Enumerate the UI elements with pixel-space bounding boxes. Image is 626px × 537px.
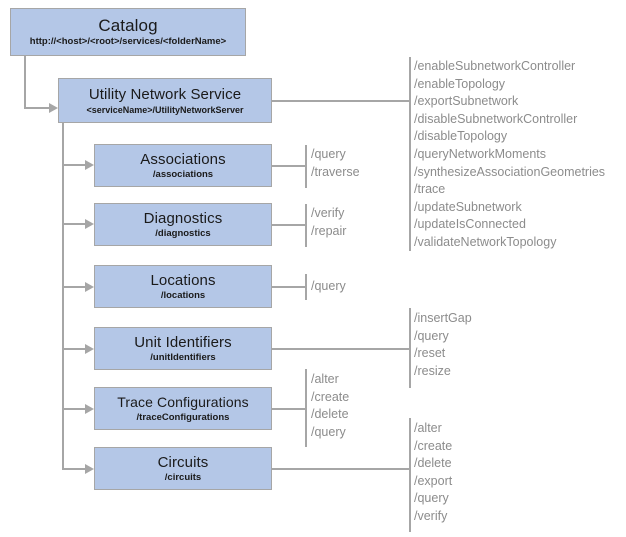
node-locations-path: /locations (160, 289, 206, 301)
node-utility-network-service-title: Utility Network Service (88, 85, 242, 103)
node-associations-title: Associations (140, 150, 226, 168)
operation-item[interactable]: /traverse (311, 164, 360, 179)
arrowhead-circuits (85, 464, 94, 474)
bracket-unit-identifiers-ops (409, 308, 411, 388)
connector-locations-ops (272, 286, 307, 288)
node-diagnostics[interactable]: Diagnostics /diagnostics (94, 203, 272, 246)
arrowhead-diagnostics (85, 219, 94, 229)
operation-item[interactable]: /trace (414, 182, 446, 197)
node-associations-path: /associations (152, 168, 214, 180)
operation-item[interactable]: /enableTopology (414, 76, 506, 91)
connector-catalog-vertical (24, 56, 26, 109)
operation-item[interactable]: /query (414, 491, 449, 506)
operation-item[interactable]: /alter (414, 421, 442, 435)
operation-item[interactable]: /delete (414, 456, 452, 471)
operation-item[interactable]: /verify (414, 508, 448, 523)
connector-branch-locations (62, 286, 86, 288)
connector-unit-identifiers-ops (272, 348, 410, 350)
node-locations-title: Locations (150, 271, 216, 289)
connector-branch-diagnostics (62, 223, 86, 225)
operation-item[interactable]: /synthesizeAssociationGeometries (414, 164, 606, 179)
connector-circuits-ops (272, 468, 410, 470)
operation-item[interactable]: /reset (414, 346, 446, 361)
operation-item[interactable]: /delete (311, 407, 349, 422)
arrowhead-locations (85, 282, 94, 292)
operation-item[interactable]: /disableSubnetworkController (414, 111, 578, 126)
connector-branch-associations (62, 164, 86, 166)
operation-item[interactable]: /queryNetworkMoments (414, 146, 546, 161)
connector-trace-configurations-ops (272, 408, 307, 410)
bracket-circuits-ops (409, 418, 411, 532)
node-diagnostics-title: Diagnostics (143, 209, 223, 227)
connector-catalog-arrowhead (49, 103, 58, 113)
node-associations[interactable]: Associations /associations (94, 144, 272, 187)
operation-item[interactable]: /query (311, 147, 346, 161)
node-diagnostics-path: /diagnostics (155, 227, 211, 239)
operation-item[interactable]: /enableSubnetworkController (414, 59, 576, 73)
bracket-trace-configurations-ops (305, 369, 307, 447)
node-circuits[interactable]: Circuits /circuits (94, 447, 272, 490)
connector-associations-ops (272, 165, 307, 167)
arrowhead-trace-configurations (85, 404, 94, 414)
operations-list-diagnostics: /verify /repair (311, 205, 346, 240)
operations-list-circuits: /alter /create /delete /export /query /v… (414, 420, 452, 526)
operation-item[interactable]: /exportSubnetwork (414, 94, 519, 109)
bracket-diagnostics-ops (305, 204, 307, 247)
connector-branch-unit-identifiers (62, 348, 86, 350)
node-utility-network-service[interactable]: Utility Network Service <serviceName>/Ut… (58, 78, 272, 123)
node-circuits-title: Circuits (157, 453, 209, 471)
operation-item[interactable]: /repair (311, 223, 347, 238)
operation-item[interactable]: /create (414, 438, 453, 453)
operation-item[interactable]: /resize (414, 363, 451, 378)
connector-branch-trace-configurations (62, 408, 86, 410)
operations-list-locations: /query (311, 278, 346, 296)
node-unit-identifiers[interactable]: Unit Identifiers /unitIdentifiers (94, 327, 272, 370)
operation-item[interactable]: /alter (311, 372, 339, 386)
operations-list-trace-configurations: /alter /create /delete /query (311, 371, 349, 441)
operations-list-unit-identifiers: /insertGap /query /reset /resize (414, 310, 472, 380)
operation-item[interactable]: /query (311, 424, 346, 439)
operation-item[interactable]: /disableTopology (414, 129, 508, 144)
bracket-locations-ops (305, 274, 307, 300)
operation-item[interactable]: /updateIsConnected (414, 217, 526, 232)
node-unit-identifiers-title: Unit Identifiers (134, 333, 232, 351)
operation-item[interactable]: /verify (311, 206, 345, 220)
operation-item[interactable]: /insertGap (414, 311, 472, 325)
operations-list-associations: /query /traverse (311, 146, 360, 181)
connector-diagnostics-ops (272, 224, 307, 226)
node-locations[interactable]: Locations /locations (94, 265, 272, 308)
node-catalog-path: http://<host>/<root>/services/<folderNam… (29, 36, 227, 47)
connector-service-ops-horizontal (272, 100, 410, 102)
node-trace-configurations[interactable]: Trace Configurations /traceConfiguration… (94, 387, 272, 430)
connector-branch-circuits (62, 468, 86, 470)
operation-item[interactable]: /query (311, 279, 346, 293)
node-utility-network-service-path: <serviceName>/UtilityNetworkServer (86, 104, 244, 115)
connector-catalog-horizontal (24, 107, 50, 109)
connector-children-trunk (62, 123, 64, 470)
node-unit-identifiers-path: /unitIdentifiers (150, 351, 216, 363)
node-circuits-path: /circuits (164, 471, 202, 483)
node-trace-configurations-title: Trace Configurations (117, 393, 249, 410)
bracket-service-ops (409, 57, 411, 251)
bracket-associations-ops (305, 145, 307, 188)
arrowhead-associations (85, 160, 94, 170)
operations-list-utility-network-service: /enableSubnetworkController /enableTopol… (414, 58, 605, 252)
operation-item[interactable]: /validateNetworkTopology (414, 234, 557, 249)
operation-item[interactable]: /query (414, 328, 449, 343)
operation-item[interactable]: /create (311, 389, 350, 404)
node-catalog-title: Catalog (98, 16, 158, 35)
arrowhead-unit-identifiers (85, 344, 94, 354)
operation-item[interactable]: /export (414, 473, 453, 488)
node-catalog[interactable]: Catalog http://<host>/<root>/services/<f… (10, 8, 246, 56)
operation-item[interactable]: /updateSubnetwork (414, 199, 522, 214)
node-trace-configurations-path: /traceConfigurations (136, 411, 230, 423)
